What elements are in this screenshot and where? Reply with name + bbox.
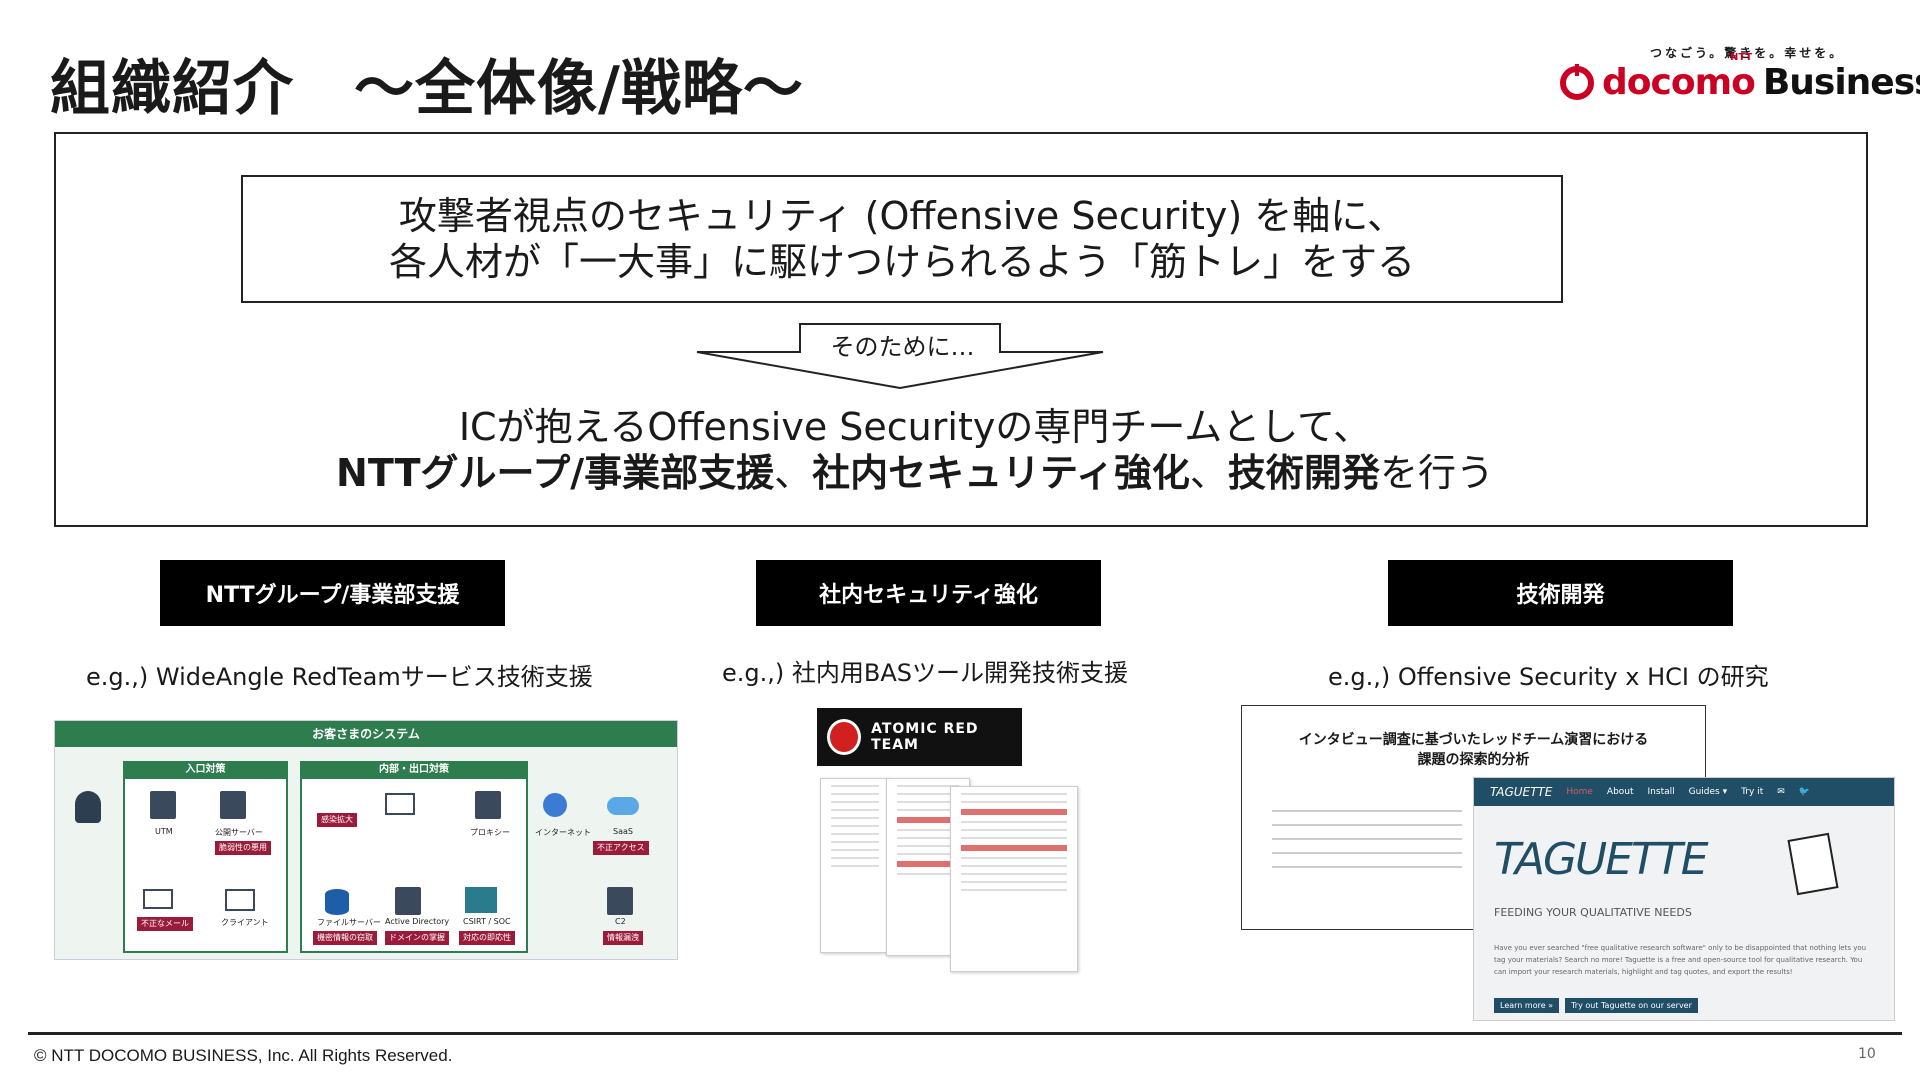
client-pc-icon	[225, 889, 255, 911]
csirt-soc-icon	[465, 887, 497, 913]
down-arrow-icon	[696, 323, 1104, 390]
atomic-red-team-badge: ATOMIC RED TEAM	[817, 708, 1022, 766]
nav-about[interactable]: About	[1606, 787, 1634, 797]
mission-frame	[54, 132, 1868, 527]
atomic-badge-text: ATOMIC RED TEAM	[871, 721, 979, 753]
title-main: 組織紹介	[50, 54, 294, 124]
atomic-logo-icon	[827, 719, 862, 755]
nav-brand[interactable]: TAGUETTE	[1490, 785, 1553, 799]
red-label-theft: 機密情報の窃取	[313, 931, 377, 945]
title-sub: 〜全体像/戦略〜	[354, 54, 804, 124]
copyright: © NTT DOCOMO BUSINESS, Inc. All Rights R…	[34, 1046, 453, 1065]
logo-ntt: NTT	[1730, 52, 1753, 63]
statement-bold-2: 社内セキュリティ強化	[812, 451, 1190, 495]
label-file-server: ファイルサーバー	[317, 918, 381, 927]
label-utm: UTM	[155, 827, 173, 836]
label-saas: SaaS	[613, 827, 633, 836]
public-server-icon	[220, 791, 246, 819]
nav-tryit[interactable]: Try it	[1741, 787, 1764, 797]
utm-icon	[150, 791, 176, 819]
taguette-site-preview: TAGUETTE Home About Install Guides ▾ Try…	[1473, 777, 1895, 1021]
logo-docomo: docomo	[1602, 62, 1756, 103]
statement-sep-2: 、	[1189, 451, 1228, 495]
paper-title-2: 課題の探索的分析	[1417, 752, 1530, 768]
mission-line-1: 攻撃者視点のセキュリティ (Offensive Security) を軸に、	[398, 194, 1406, 238]
c2-server-icon	[607, 887, 633, 915]
bas-doc-page-1	[820, 778, 890, 953]
statement-sep-1: 、	[774, 451, 813, 495]
label-public-server: 公開サーバー	[215, 828, 263, 837]
malicious-mail-icon	[143, 889, 173, 909]
team-statement: ICが抱えるOffensive Securityの専門チームとして、 NTTグル…	[120, 404, 1710, 496]
example-group-support: e.g.,) WideAngle RedTeamサービス技術支援	[86, 663, 593, 691]
red-label-spread: 感染拡大	[317, 813, 357, 827]
docomo-business-logo: docomo Business NTT	[1560, 52, 1920, 103]
try-taguette-button[interactable]: Try out Taguette on our server	[1565, 998, 1698, 1013]
example-tech-dev: e.g.,) Offensive Security x HCI の研究	[1328, 663, 1769, 691]
logo-business: Business	[1762, 62, 1920, 103]
taguette-description: Have you ever searched "free qualitative…	[1494, 944, 1867, 976]
label-internet: インターネット	[535, 828, 591, 837]
nav-install[interactable]: Install	[1647, 787, 1675, 797]
label-active-directory: Active Directory	[385, 917, 450, 926]
label-client: クライアント	[221, 918, 269, 927]
taguette-nav: TAGUETTE Home About Install Guides ▾ Try…	[1474, 778, 1894, 806]
label-proxy: プロキシー	[470, 828, 510, 837]
mission-box: 攻撃者視点のセキュリティ (Offensive Security) を軸に、 各…	[241, 175, 1563, 303]
monitor-icon	[385, 793, 415, 815]
entry-box-label: 入口対策	[123, 761, 288, 779]
nav-guides[interactable]: Guides ▾	[1688, 787, 1728, 797]
mission-line-2: 各人材が「一大事」に駆けつけられるよう「筋トレ」をする	[388, 240, 1415, 284]
file-server-db-icon	[325, 889, 349, 915]
example-internal-security: e.g.,) 社内用BASツール開発技術支援	[722, 659, 1128, 687]
attacker-icon	[75, 791, 101, 823]
statement-tail: を行う	[1379, 451, 1494, 495]
redteam-system-diagram: お客さまのシステム 入口対策 内部・出口対策 UTM 公開サーバー プロキシー …	[54, 720, 678, 960]
red-label-mail: 不正なメール	[137, 917, 193, 931]
arrow-label: そのために…	[830, 333, 975, 361]
taguette-subtitle: FEEDING YOUR QUALITATIVE NEEDS	[1494, 906, 1692, 919]
red-label-response: 対応の即応性	[459, 931, 515, 945]
pillar-internal-security: 社内セキュリティ強化	[756, 560, 1101, 626]
pillar-tech-dev: 技術開発	[1388, 560, 1733, 626]
saas-cloud-icon	[607, 797, 639, 815]
twitter-icon[interactable]: 🐦	[1798, 787, 1810, 797]
active-directory-icon	[395, 887, 421, 915]
diagram-header: お客さまのシステム	[55, 721, 677, 747]
statement-bold-3: 技術開発	[1227, 451, 1380, 495]
document-icon	[1787, 832, 1839, 896]
bas-doc-page-3	[950, 786, 1078, 972]
page-number: 10	[1858, 1046, 1876, 1062]
internet-globe-icon	[543, 793, 567, 817]
brand-tagline: つなごう。驚きを。幸せを。	[1650, 46, 1845, 60]
mail-icon[interactable]: ✉	[1777, 787, 1785, 797]
footer-divider	[28, 1032, 1902, 1035]
statement-line-1: ICが抱えるOffensive Securityの専門チームとして、	[458, 405, 1372, 449]
red-label-domain: ドメインの掌握	[385, 931, 449, 945]
red-label-unauth: 不正アクセス	[593, 841, 649, 855]
internal-box-label: 内部・出口対策	[300, 761, 528, 779]
red-label-vuln: 脆弱性の悪用	[215, 841, 271, 855]
nav-home[interactable]: Home	[1566, 787, 1593, 797]
statement-bold-1: NTTグループ/事業部支援	[336, 451, 775, 495]
red-label-leak: 情報漏洩	[603, 931, 643, 945]
label-c2: C2	[615, 917, 626, 926]
page-title: 組織紹介〜全体像/戦略〜	[50, 40, 804, 127]
label-csirt-soc: CSIRT / SOC	[463, 917, 511, 926]
taguette-wordmark: TAGUETTE	[1494, 834, 1709, 885]
paper-title-1: インタビュー調査に基づいたレッドチーム演習における	[1298, 732, 1649, 748]
learn-more-button[interactable]: Learn more »	[1494, 998, 1560, 1013]
statement-line-2: NTTグループ/事業部支援、社内セキュリティ強化、技術開発を行う	[120, 450, 1710, 496]
proxy-icon	[475, 791, 501, 819]
pillar-group-support: NTTグループ/事業部支援	[160, 560, 505, 626]
docomo-ring-icon	[1560, 63, 1594, 100]
